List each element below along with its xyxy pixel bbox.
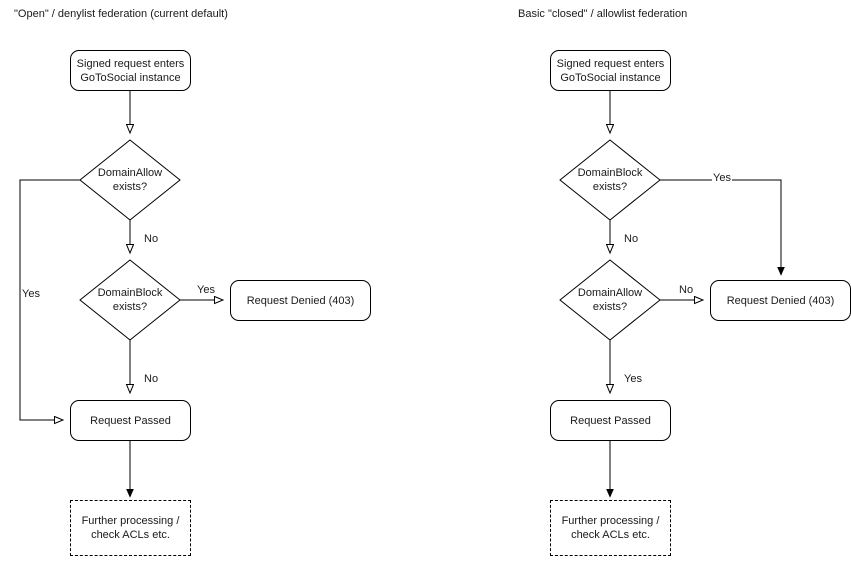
left-edge-domainallow-yes-to-passed [19,179,80,420]
left-node-request-denied[interactable]: Request Denied (403) [230,280,371,321]
right-node-start-line2: GoToSocial instance [560,71,661,84]
left-decision-domainblock-shape [79,259,181,341]
right-edge-label-domainallow-no: No [678,284,695,296]
right-node-start[interactable]: Signed request enters GoToSocial instanc… [550,50,671,91]
right-edge-label-domainallow-yes: Yes [623,373,643,385]
right-node-request-denied[interactable]: Request Denied (403) [710,280,851,321]
left-edge-label-domainblock-no: No [143,373,160,385]
right-node-further-line1: Further processing / [561,515,660,527]
right-node-further-processing[interactable]: Further processing / check ACLs etc. [550,500,671,556]
left-node-further-processing[interactable]: Further processing / check ACLs etc. [70,500,191,556]
right-edge-label-domainblock-no: No [623,233,640,245]
left-node-request-passed[interactable]: Request Passed [70,400,191,441]
left-node-start[interactable]: Signed request enters GoToSocial instanc… [70,50,191,91]
right-edge-label-domainblock-yes: Yes [712,172,732,184]
right-column-title: Basic "closed" / allowlist federation [518,8,688,20]
right-node-further-line2: check ACLs etc. [571,529,650,541]
left-column-title: "Open" / denylist federation (current de… [14,8,228,20]
right-edge-domainblock-yes-to-denied [660,179,781,275]
right-node-request-passed[interactable]: Request Passed [550,400,671,441]
left-node-start-line1: Signed request enters [76,57,185,70]
right-decision-domainallow-shape [559,259,661,341]
left-edge-label-domainallow-yes: Yes [21,288,41,300]
left-node-further-line1: Further processing / [81,515,180,527]
left-edge-label-domainblock-yes: Yes [196,284,216,296]
right-decision-domainblock-shape [559,139,661,221]
left-node-further-line2: check ACLs etc. [91,529,170,541]
left-edge-label-domainallow-no: No [143,233,160,245]
left-decision-domainallow-shape [79,139,181,221]
right-node-start-line1: Signed request enters [556,57,665,70]
left-node-start-line2: GoToSocial instance [80,71,181,84]
